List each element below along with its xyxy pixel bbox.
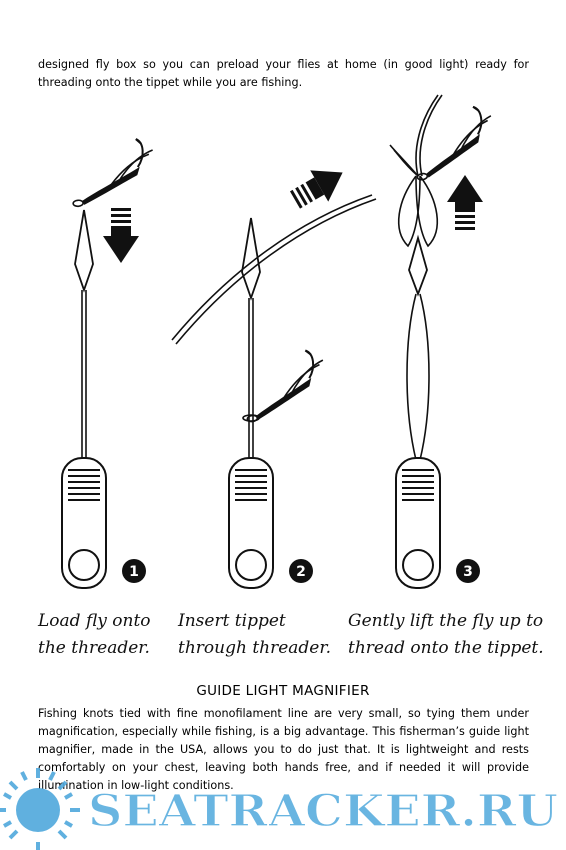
step-2-figure: 2 — [171, 156, 377, 589]
step-2-caption: Insert tippet through threader. — [178, 608, 331, 662]
step-3-caption-line-1: Gently lift the fly up to — [348, 611, 544, 631]
step-2-number: 2 — [289, 559, 313, 583]
svg-text:1: 1 — [129, 564, 139, 580]
step-1-caption-line-1: Load fly onto — [38, 611, 151, 631]
section-title: GUIDE LIGHT MAGNIFIER — [196, 683, 370, 699]
step-1-figure: 1 — [61, 136, 158, 589]
svg-text:2: 2 — [296, 564, 306, 580]
step-3-figure: 3 — [389, 94, 501, 589]
svg-text:3: 3 — [463, 564, 473, 580]
step-3-number: 3 — [456, 559, 480, 583]
step-2-caption-line-1: Insert tippet — [178, 611, 286, 631]
watermark-logo: SEATRACKER.RU — [0, 768, 559, 850]
step-1-caption-line-2: the threader. — [38, 638, 150, 658]
sun-icon — [0, 768, 80, 850]
intro-paragraph: designed fly box so you can preload your… — [38, 58, 529, 89]
body-paragraph: Fishing knots tied with fine monofilamen… — [38, 707, 529, 792]
threader-illustration: 1 2 3 — [61, 94, 501, 589]
step-1-caption: Load fly onto the threader. — [38, 608, 151, 662]
step-3-caption: Gently lift the fly up to thread onto th… — [348, 608, 544, 662]
watermark-text: SEATRACKER.RU — [88, 786, 558, 837]
step-3-caption-line-2: thread onto the tippet. — [348, 638, 544, 658]
step-2-caption-line-2: through threader. — [178, 638, 332, 658]
step-1-number: 1 — [122, 559, 146, 583]
